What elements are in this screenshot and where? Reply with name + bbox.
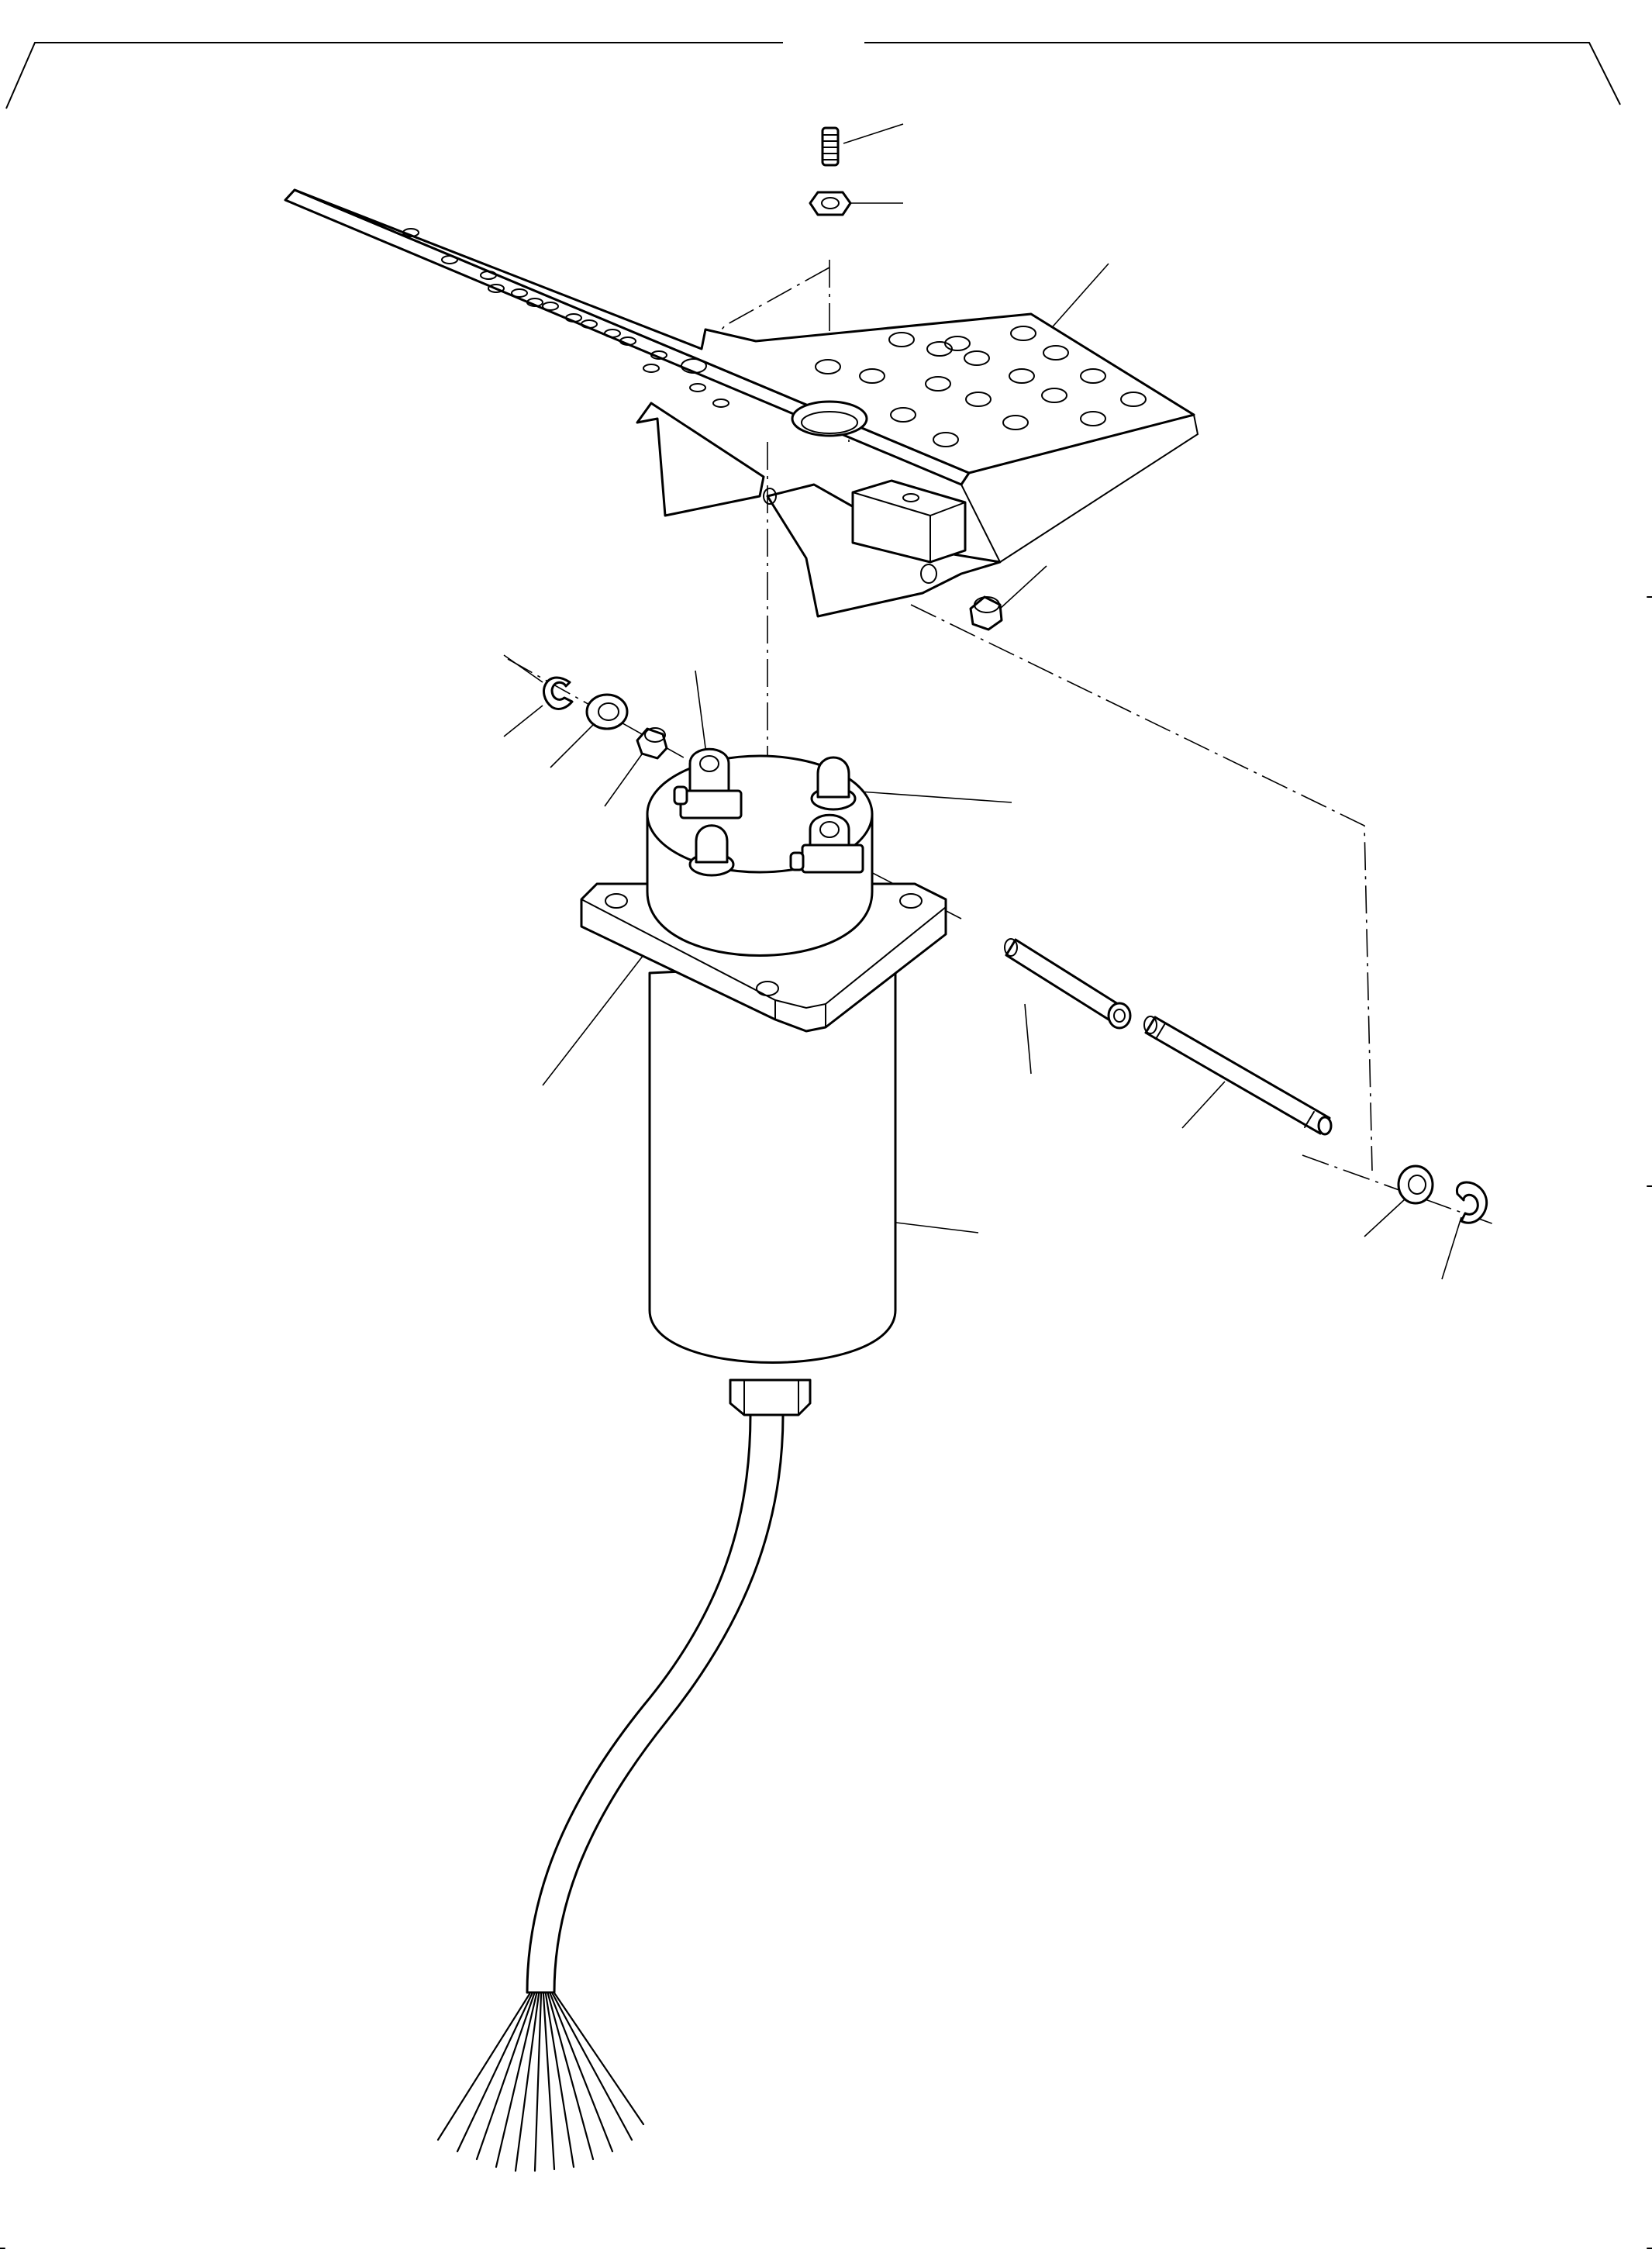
sensor-body xyxy=(580,754,947,1364)
washer-right xyxy=(1397,1164,1434,1205)
sleeve xyxy=(1004,938,1132,1030)
pivot-pin xyxy=(1143,1016,1333,1136)
cable xyxy=(526,1413,785,1994)
snap-ring-right xyxy=(1456,1181,1488,1224)
corner-marks xyxy=(0,596,1652,2249)
stop-bumper xyxy=(851,479,967,564)
clevis-bracket-left xyxy=(673,747,743,819)
snap-ring-left xyxy=(543,676,574,710)
leader-lines xyxy=(503,123,1462,1280)
washer-left xyxy=(585,693,629,730)
plunger-left xyxy=(688,824,735,877)
hex-nut xyxy=(809,191,852,216)
spacer xyxy=(636,727,668,760)
plunger-right xyxy=(810,756,857,811)
foot-pedal xyxy=(284,188,1199,618)
set-screw xyxy=(821,126,840,167)
cable-gland xyxy=(729,1378,812,1416)
page-frame xyxy=(5,42,1621,109)
bushing xyxy=(969,595,1003,631)
wire-leads xyxy=(436,1993,645,2172)
clevis-bracket-right xyxy=(789,813,864,874)
